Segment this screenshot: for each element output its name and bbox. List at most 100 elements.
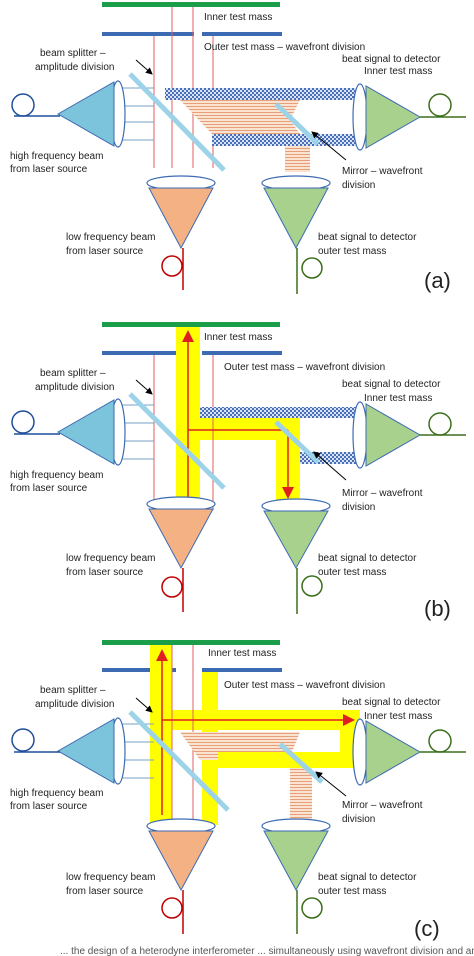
lf-fiber-coil xyxy=(161,255,183,277)
beat-inner-cone xyxy=(365,720,422,784)
highlight-left-vertical xyxy=(150,645,172,825)
outer-test-mass-right xyxy=(202,32,282,36)
mirror-label-1: Mirror – wavefront xyxy=(342,166,423,177)
outer-test-mass-left xyxy=(102,351,176,355)
splitter-label-1: beam splitter – xyxy=(40,685,106,696)
beat-outer-fiber-coil xyxy=(301,257,323,279)
mirror xyxy=(278,742,324,784)
mirror-label-1: Mirror – wavefront xyxy=(342,488,423,499)
outer-test-mass-right xyxy=(202,351,282,355)
beam-splitter xyxy=(128,392,226,490)
lf-label-1: low frequency beam xyxy=(66,232,156,243)
hatched-vertical xyxy=(285,146,310,172)
hf-label-1: high frequency beam xyxy=(10,470,103,481)
outer-test-mass-right xyxy=(202,668,282,672)
splitter-pointer xyxy=(135,379,153,395)
vertical-beams xyxy=(153,355,214,510)
beat-inner-fiber-coil xyxy=(428,729,452,753)
beat-inner-lens xyxy=(352,718,368,786)
hf-label-2: from laser source xyxy=(10,483,88,494)
hatched-region xyxy=(180,100,300,134)
outer-mass-label: Outer test mass – wavefront division xyxy=(204,42,365,53)
mirror xyxy=(274,420,320,464)
splitter-pointer xyxy=(135,59,153,75)
splitter-label-1: beam splitter – xyxy=(40,48,106,59)
inner-mass-label: Inner test mass xyxy=(204,332,272,343)
beat-outer-label-1: beat signal to detector xyxy=(318,872,417,883)
lf-fiber-coil xyxy=(161,897,183,919)
hatched-vertical xyxy=(290,768,312,824)
splitter-label-2: amplitude division xyxy=(35,382,115,393)
beat-outer-fiber-coil xyxy=(301,897,323,919)
beat-outer-label-1: beat signal to detector xyxy=(318,232,417,243)
inner-beam-checker xyxy=(165,88,360,100)
caption: ... the design of a heterodyne interfero… xyxy=(60,946,474,956)
beat-outer-label-1: beat signal to detector xyxy=(318,553,417,564)
inner-test-mass xyxy=(102,640,280,645)
outer-beam-checker xyxy=(212,134,360,146)
beat-outer-fiber-coil xyxy=(301,575,323,597)
beat-inner-cone xyxy=(365,403,422,467)
splitter-label-2: amplitude division xyxy=(35,62,115,73)
lf-cone xyxy=(148,508,214,570)
inner-test-mass xyxy=(102,322,280,327)
beat-outer-label-2: outer test mass xyxy=(318,886,386,897)
beam-splitter xyxy=(128,72,226,172)
beat-outer-cone xyxy=(263,510,329,570)
outer-test-mass-left xyxy=(102,668,176,672)
outer-mass-label: Outer test mass – wavefront division xyxy=(224,680,385,691)
lf-label-2: from laser source xyxy=(66,567,144,578)
lf-label-1: low frequency beam xyxy=(66,553,156,564)
panel-label-c: (c) xyxy=(414,916,440,941)
inner-test-mass xyxy=(102,2,280,7)
beat-outer-label-2: outer test mass xyxy=(318,246,386,257)
beat-inner-label-2: Inner test mass xyxy=(364,393,432,404)
lf-cone xyxy=(148,830,214,892)
lf-cone xyxy=(148,187,214,250)
mirror-label-1: Mirror – wavefront xyxy=(342,800,423,811)
lf-label-2: from laser source xyxy=(66,246,144,257)
outer-test-mass-left xyxy=(102,32,194,36)
mirror-pointer xyxy=(311,131,347,161)
lf-label-2: from laser source xyxy=(66,886,144,897)
mirror xyxy=(274,102,320,146)
beat-inner-fiber-coil xyxy=(428,93,452,117)
beat-inner-fiber-coil xyxy=(428,412,452,436)
beat-inner-lens xyxy=(352,401,368,469)
beat-inner-label-1: beat signal to detector xyxy=(342,54,441,65)
vertical-beams xyxy=(153,7,214,168)
hf-fiber-coil xyxy=(11,728,35,752)
panel-label-b: (b) xyxy=(424,596,451,621)
inner-beam-checker xyxy=(200,407,360,418)
mirror-label-2: division xyxy=(342,180,375,191)
mirror-label-2: division xyxy=(342,814,375,825)
beat-inner-cone xyxy=(365,85,422,149)
splitter-label-1: beam splitter – xyxy=(40,368,106,379)
hf-fiber-coil xyxy=(11,410,35,434)
highlight-horizontal xyxy=(172,710,360,768)
lf-label-1: low frequency beam xyxy=(66,872,156,883)
beat-inner-label-1: beat signal to detector xyxy=(342,379,441,390)
splitter-pointer xyxy=(135,697,153,713)
beat-inner-label-1: beat signal to detector xyxy=(342,697,441,708)
red-path-arrows xyxy=(182,330,294,500)
highlight-beam xyxy=(176,327,300,510)
panel-b: Inner test mass Outer test mass – wavefr… xyxy=(10,322,466,621)
hf-label-1: high frequency beam xyxy=(10,151,103,162)
panel-label-a: (a) xyxy=(424,268,451,293)
hf-cone xyxy=(56,399,115,465)
panel-a: Inner test mass Outer test mass – wavefr… xyxy=(10,2,466,294)
red-path-arrows xyxy=(156,649,355,815)
hf-label-2: from laser source xyxy=(10,801,88,812)
splitter-label-2: amplitude division xyxy=(35,699,115,710)
beat-outer-cone xyxy=(263,830,329,892)
mirror-pointer xyxy=(313,451,347,481)
mirror-label-2: division xyxy=(342,502,375,513)
hf-fiber-coil xyxy=(11,93,35,117)
hf-cone xyxy=(56,81,115,147)
panel-c: Inner test mass Outer test mass – wavefr… xyxy=(10,640,466,941)
hatched-region xyxy=(180,732,300,760)
lf-fiber-coil xyxy=(161,576,183,598)
outer-mass-label: Outer test mass – wavefront division xyxy=(224,362,385,373)
beat-outer-label-2: outer test mass xyxy=(318,567,386,578)
